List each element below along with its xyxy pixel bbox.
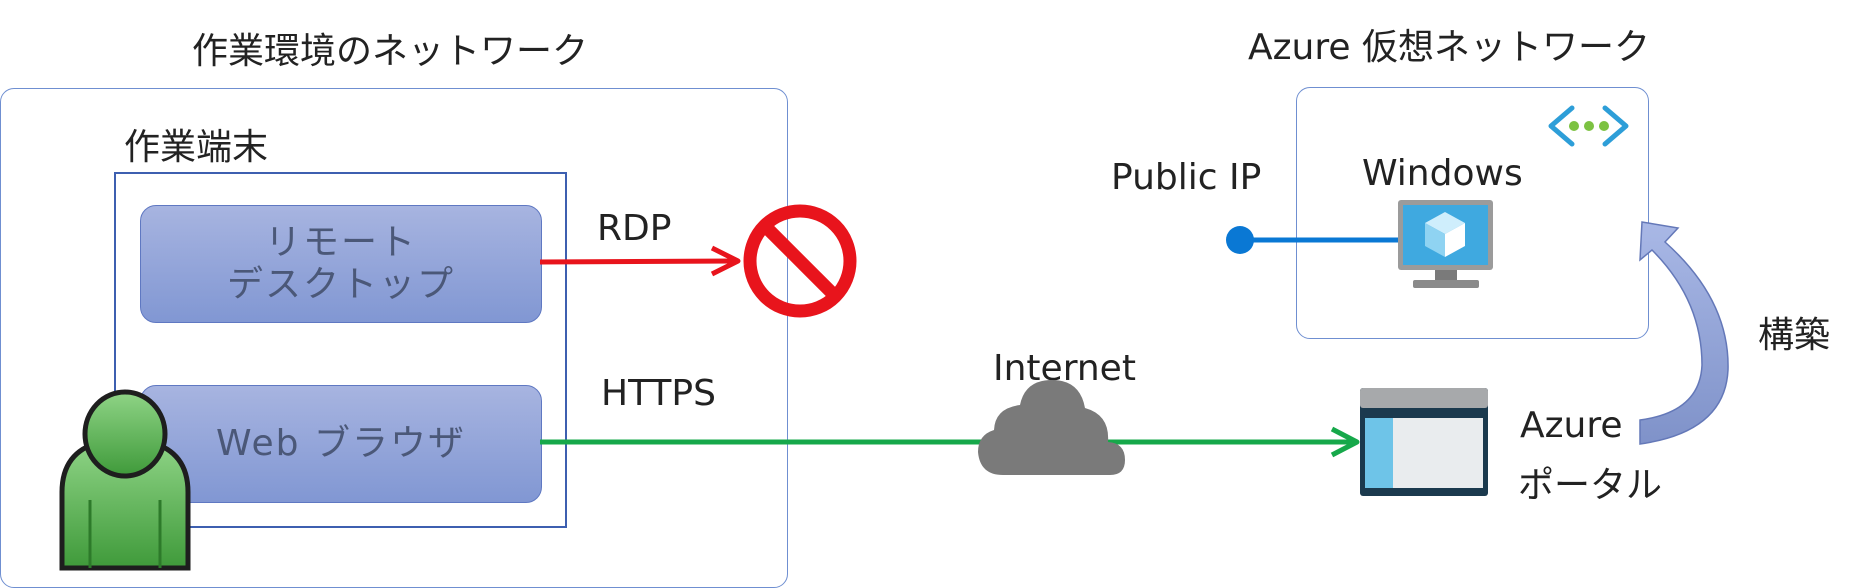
vm-label: Windows: [1362, 153, 1523, 194]
web-browser-label: Web ブラウザ: [216, 423, 466, 464]
public-ip-label: Public IP: [1111, 157, 1262, 198]
https-arrow: [540, 426, 1360, 458]
remote-desktop-line1: リモート: [264, 222, 417, 263]
curved-arrow-icon: [1639, 221, 1729, 445]
rdp-label: RDP: [597, 208, 672, 249]
terminal-label: 作業端末: [124, 127, 269, 168]
build-label: 構築: [1758, 315, 1831, 356]
web-browser-box: Web ブラウザ: [140, 385, 542, 503]
cloud-icon: [978, 380, 1125, 475]
user-icon: [59, 389, 191, 571]
prohibited-icon: [743, 204, 857, 318]
portal-label-line1: Azure: [1520, 405, 1623, 446]
portal-label-line2: ポータル: [1518, 465, 1663, 506]
azure-network-title: Azure 仮想ネットワーク: [1248, 27, 1650, 68]
work-network-title: 作業環境のネットワーク: [192, 31, 589, 72]
public-ip-connector: [1226, 226, 1398, 254]
monitor-vm-icon: [1398, 200, 1493, 288]
https-label: HTTPS: [601, 373, 716, 414]
portal-icon: [1360, 388, 1488, 496]
vnet-icon: [1548, 105, 1629, 147]
remote-desktop-box: リモート デスクトップ: [140, 205, 542, 323]
remote-desktop-line2: デスクトップ: [226, 264, 455, 305]
rdp-arrow: [539, 245, 741, 277]
